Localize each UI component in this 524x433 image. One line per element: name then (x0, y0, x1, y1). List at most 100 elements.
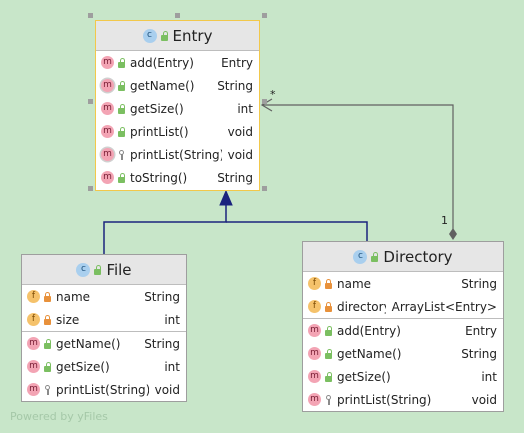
class-header[interactable]: c Entry (96, 21, 259, 51)
multiplicity-source: 1 (441, 214, 448, 227)
member-type: void (227, 147, 253, 162)
selection-handle-tc[interactable] (175, 13, 180, 18)
inheritance-line-directory (226, 221, 368, 242)
method-row[interactable]: m getSize() int (96, 97, 259, 120)
selection-handle-mr[interactable] (262, 99, 267, 104)
public-visibility-icon (370, 251, 379, 262)
public-visibility-icon (43, 361, 52, 372)
public-visibility-icon (117, 80, 126, 91)
method-icon: m (101, 125, 114, 138)
member-name: printList(String) (130, 147, 222, 162)
selection-handle-br[interactable] (262, 186, 267, 191)
selection-handle-tr[interactable] (262, 13, 267, 18)
member-type: String (461, 276, 497, 291)
member-name: getSize() (130, 101, 184, 116)
public-visibility-icon (117, 126, 126, 137)
package-visibility-icon (117, 149, 126, 160)
member-type: String (461, 346, 497, 361)
member-type: ArrayList<Entry> (391, 299, 497, 314)
aggregation-line (262, 104, 454, 229)
methods-section: m add(Entry) Entry m getName() String m getSize… (96, 51, 259, 189)
public-visibility-icon (160, 30, 169, 41)
selection-handle-ml[interactable] (88, 99, 93, 104)
member-name: getSize() (337, 369, 391, 384)
method-icon: m (308, 324, 321, 337)
field-row[interactable]: f name String (303, 272, 503, 295)
method-icon: m (101, 171, 114, 184)
member-name: getName() (130, 78, 195, 93)
member-type: Entry (465, 323, 497, 338)
method-icon: m (27, 360, 40, 373)
class-entry[interactable]: c Entry m add(Entry) Entry m getName() String… (95, 20, 260, 191)
member-name: printList(String) (56, 382, 149, 397)
public-visibility-icon (324, 371, 333, 382)
class-header[interactable]: c File (22, 255, 186, 285)
method-icon: m (101, 102, 114, 115)
member-name: add(Entry) (130, 55, 194, 70)
field-icon: f (27, 290, 40, 303)
member-type: int (164, 359, 180, 374)
inheritance-arrowhead (219, 189, 233, 206)
member-type: String (144, 289, 180, 304)
multiplicity-target: * (270, 88, 276, 101)
class-header[interactable]: c Directory (303, 242, 503, 272)
public-visibility-icon (117, 57, 126, 68)
method-row[interactable]: m printList(String) void (96, 143, 259, 166)
public-visibility-icon (43, 338, 52, 349)
class-icon: c (76, 262, 91, 277)
method-icon: m (27, 337, 40, 350)
aggregation-arrowhead (260, 98, 273, 112)
member-type: void (471, 392, 497, 407)
member-type: String (217, 78, 253, 93)
member-type: int (237, 101, 253, 116)
member-name: printList(String) (337, 392, 432, 407)
public-visibility-icon (324, 348, 333, 359)
method-row[interactable]: m getSize() int (22, 355, 186, 378)
member-name: printList() (130, 124, 189, 139)
member-type: void (154, 382, 180, 397)
public-visibility-icon (93, 264, 102, 275)
member-name: size (56, 312, 80, 327)
private-visibility-icon (324, 278, 333, 289)
class-icon: c (142, 28, 157, 43)
member-name: name (337, 276, 372, 291)
field-icon: f (308, 300, 321, 313)
field-icon: f (308, 277, 321, 290)
selection-handle-tl[interactable] (88, 13, 93, 18)
class-name: Directory (383, 247, 453, 266)
member-name: getSize() (56, 359, 110, 374)
selection-handle-bl[interactable] (88, 186, 93, 191)
member-type: Entry (221, 55, 253, 70)
method-icon: m (101, 148, 114, 161)
member-name: toString() (130, 170, 188, 185)
package-visibility-icon (43, 384, 52, 395)
class-name: File (106, 260, 132, 279)
member-type: int (164, 312, 180, 327)
method-icon: m (308, 370, 321, 383)
inheritance-line-file (103, 204, 227, 254)
public-visibility-icon (324, 325, 333, 336)
